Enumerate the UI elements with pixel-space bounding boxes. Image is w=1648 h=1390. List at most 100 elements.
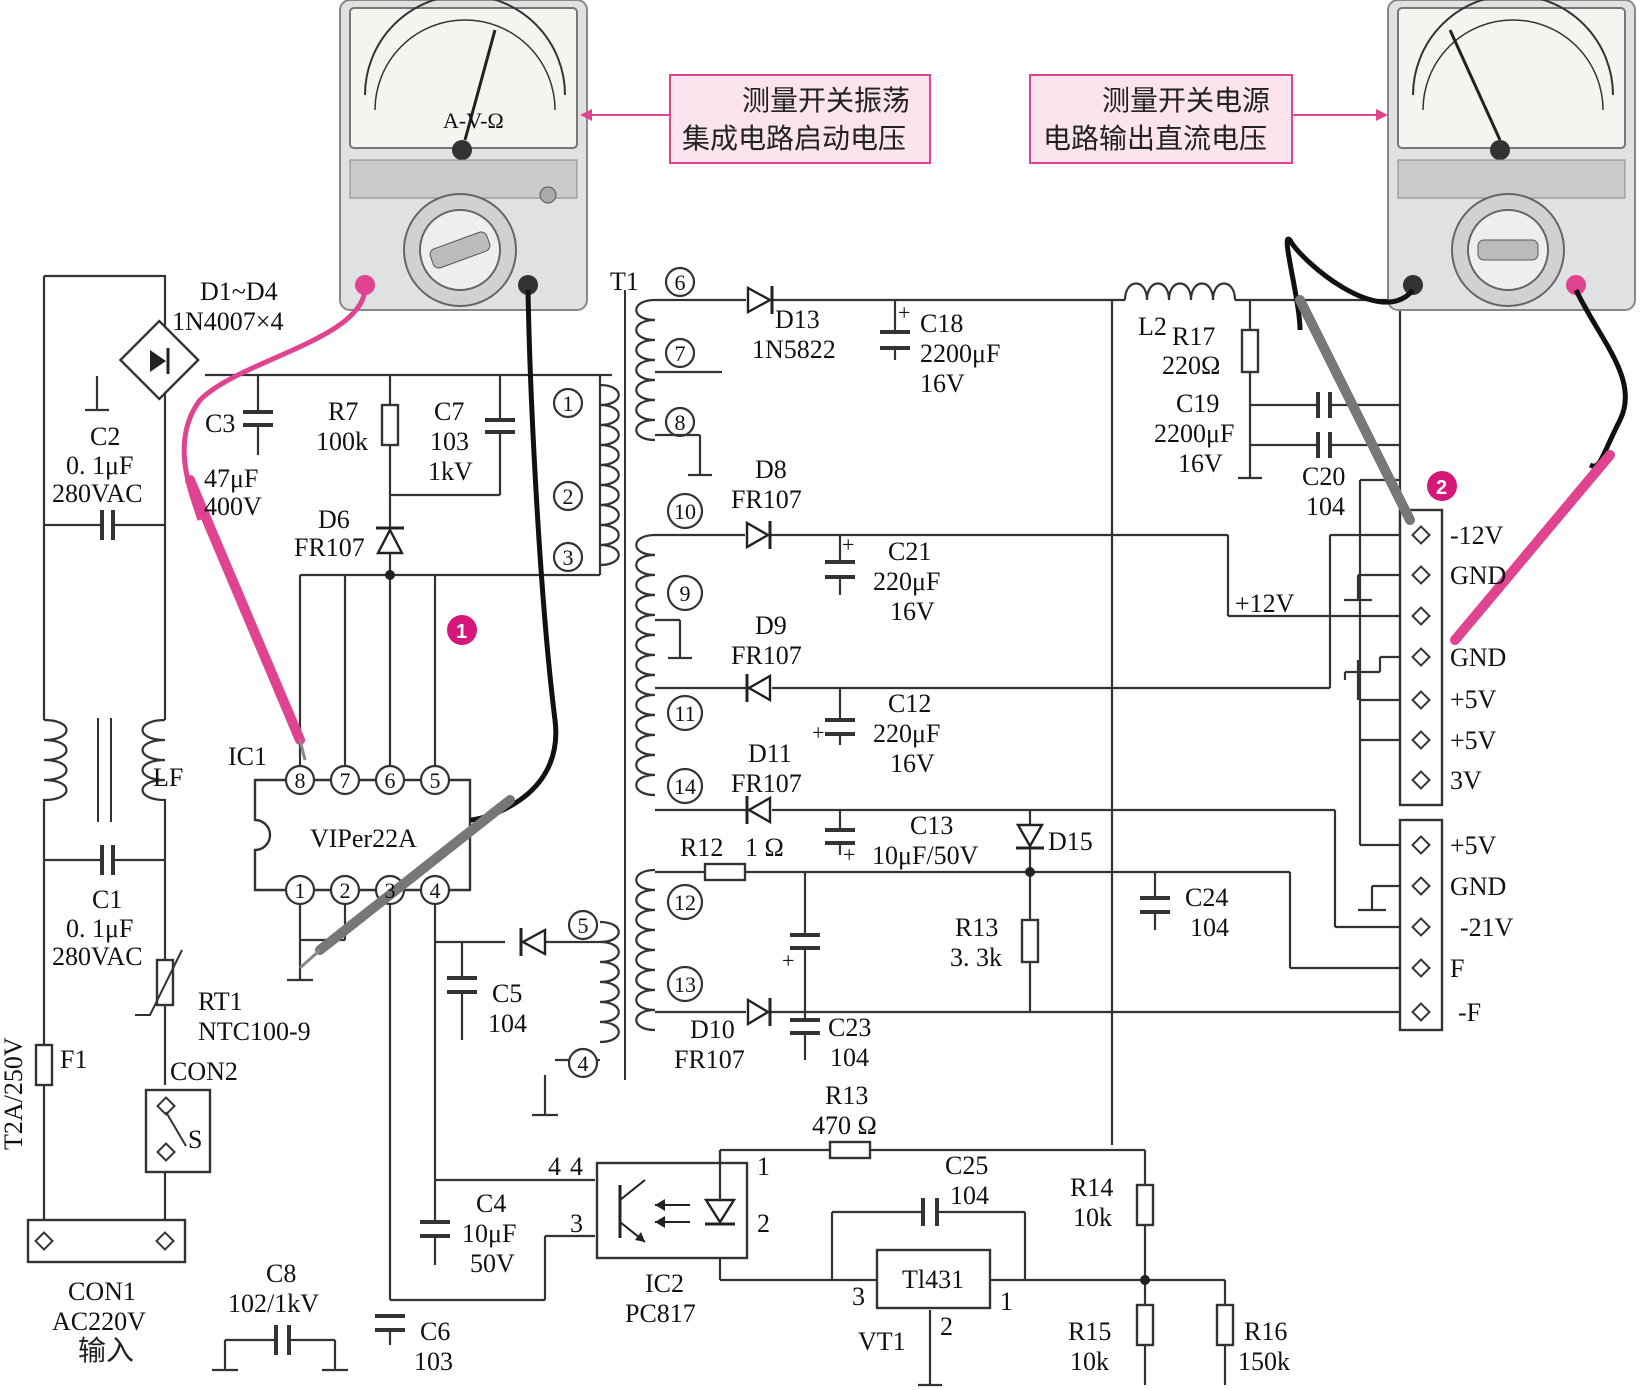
c13-capacitor: + xyxy=(825,828,855,867)
label-r13b: R13 xyxy=(825,1081,868,1110)
label-c2-v: 280VAC xyxy=(52,479,143,508)
label-d15: D15 xyxy=(1048,827,1093,856)
label-d8-spec: FR107 xyxy=(731,485,802,514)
label-c2: C2 xyxy=(90,422,120,451)
primary-wiring xyxy=(212,375,602,1372)
svg-text:11: 11 xyxy=(674,701,695,726)
label-c1: C1 xyxy=(92,885,122,914)
label-ic2-spec: PC817 xyxy=(625,1299,696,1328)
c7-capacitor xyxy=(485,418,515,434)
label-c5: C5 xyxy=(492,979,522,1008)
label-ic2: IC2 xyxy=(645,1269,684,1298)
label-c13: C13 xyxy=(910,811,953,840)
c3-capacitor xyxy=(243,410,273,427)
aux-diode xyxy=(519,927,547,957)
svg-text:+5V: +5V xyxy=(1450,726,1497,755)
label-c3: C3 xyxy=(205,409,235,438)
label-c12-val: 220μF xyxy=(873,719,940,748)
svg-text:4: 4 xyxy=(578,1051,589,1076)
label-con1-spec: AC220V xyxy=(52,1307,146,1336)
label-c7: C7 xyxy=(434,397,464,426)
svg-text:2: 2 xyxy=(757,1209,770,1238)
label-d10-spec: FR107 xyxy=(674,1045,745,1074)
label-r16-val: 150k xyxy=(1238,1347,1290,1376)
label-c13-val: 10μF/50V xyxy=(872,841,979,870)
svg-text:10: 10 xyxy=(674,499,696,524)
r13b-resistor xyxy=(828,1140,872,1160)
label-ic1: IC1 xyxy=(228,742,267,771)
label-l2: L2 xyxy=(1138,312,1167,341)
c21-capacitor: + xyxy=(825,532,855,579)
svg-text:5: 5 xyxy=(578,913,589,938)
svg-text:-12V: -12V xyxy=(1450,521,1504,550)
label-d6-spec: FR107 xyxy=(294,533,365,562)
label-c7-val: 103 xyxy=(430,427,469,456)
label-con1: CON1 xyxy=(68,1277,136,1306)
probe-leads xyxy=(181,236,1628,970)
c8-capacitor xyxy=(274,1325,291,1355)
svg-text:8: 8 xyxy=(295,768,306,793)
bridge-rectifier xyxy=(118,319,200,401)
label-c25-val: 104 xyxy=(950,1181,989,1210)
meter-scale-label: A-V-Ω xyxy=(443,108,504,133)
label-c20: C20 xyxy=(1302,462,1345,491)
label-c6: C6 xyxy=(420,1317,450,1346)
label-c1-val: 0. 1μF xyxy=(66,914,133,943)
svg-text:GND: GND xyxy=(1450,643,1506,672)
label-fuse-spec: T2A/250V xyxy=(0,1037,28,1150)
svg-text:3: 3 xyxy=(563,545,574,570)
label-r14: R14 xyxy=(1070,1173,1113,1202)
label-bridge: D1~D4 xyxy=(200,277,278,306)
svg-text:6: 6 xyxy=(675,270,686,295)
label-c6-val: 103 xyxy=(414,1347,453,1376)
d11-diode xyxy=(745,795,772,825)
r12-resistor xyxy=(703,862,747,882)
svg-text:1: 1 xyxy=(757,1152,770,1181)
r16-resistor xyxy=(1215,1303,1235,1347)
label-lf: LF xyxy=(153,763,183,792)
rt1-thermistor xyxy=(135,949,183,1016)
label-r15-val: 10k xyxy=(1070,1347,1109,1376)
label-c19: C19 xyxy=(1176,389,1219,418)
label-r17-val: 220Ω xyxy=(1162,351,1220,380)
label-rt1: RT1 xyxy=(198,987,243,1016)
label-c8-val: 102/1kV xyxy=(228,1289,319,1318)
ic2-pc817 xyxy=(595,1150,749,1260)
svg-text:6: 6 xyxy=(385,768,396,793)
svg-text:4: 4 xyxy=(570,1152,583,1181)
label-c18-v: 16V xyxy=(920,369,965,398)
output-connector-top xyxy=(1398,508,1444,807)
label-c20-val: 104 xyxy=(1306,492,1345,521)
svg-text:+5V: +5V xyxy=(1450,685,1497,714)
secondary-wiring xyxy=(655,298,1402,1145)
svg-text:5: 5 xyxy=(430,768,441,793)
svg-text:+: + xyxy=(812,720,824,745)
label-d11: D11 xyxy=(748,739,792,768)
c20-capacitor xyxy=(1316,432,1332,458)
c19-capacitor xyxy=(1316,392,1332,418)
label-c4-v: 50V xyxy=(470,1249,515,1278)
d9-diode xyxy=(745,673,772,703)
fuse-f1 xyxy=(34,1043,54,1087)
label-c25: C25 xyxy=(945,1151,988,1180)
callout-right-line1: 测量开关电源 xyxy=(1102,84,1270,117)
label-d10: D10 xyxy=(690,1015,735,1044)
c25-capacitor xyxy=(921,1198,939,1226)
label-r16: R16 xyxy=(1244,1317,1287,1346)
c23-capacitor xyxy=(790,1018,820,1035)
label-c3-val: 47μF xyxy=(204,464,258,493)
label-rt1-spec: NTC100-9 xyxy=(198,1017,311,1046)
c6-capacitor xyxy=(375,1314,405,1332)
svg-text:+: + xyxy=(842,532,854,557)
label-c24-val: 104 xyxy=(1190,913,1229,942)
svg-text:+: + xyxy=(898,300,910,325)
c5-capacitor xyxy=(447,976,477,994)
callout-box-left: 测量开关振荡 集成电路启动电压 xyxy=(669,74,931,164)
r14-resistor xyxy=(1135,1183,1155,1227)
label-bridge-spec: 1N4007×4 xyxy=(172,307,283,336)
svg-text:+: + xyxy=(843,842,855,867)
label-c18: C18 xyxy=(920,309,963,338)
label-con2: CON2 xyxy=(170,1057,238,1086)
label-c23-val: 104 xyxy=(830,1043,869,1072)
label-r15: R15 xyxy=(1068,1317,1111,1346)
